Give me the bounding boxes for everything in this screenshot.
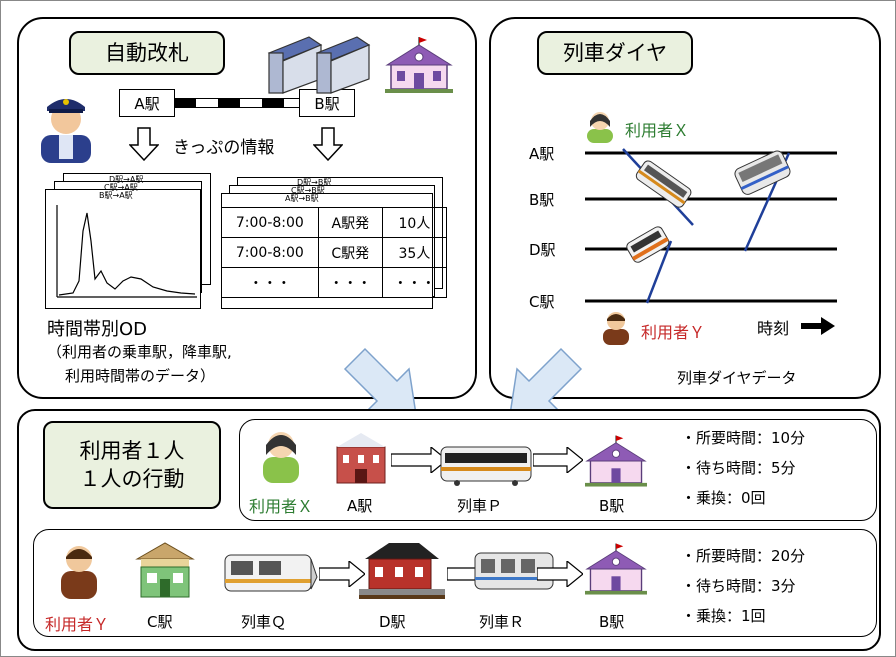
station-label: C駅 xyxy=(147,613,173,631)
station-building-icon xyxy=(385,37,453,93)
station-label: D駅 xyxy=(529,241,556,259)
user-x-name: 利用者Ｘ xyxy=(249,497,314,516)
station-building-icon xyxy=(359,543,445,599)
train-icon xyxy=(224,554,318,592)
station-label: C駅 xyxy=(529,293,555,311)
stat-line: ・所要時間：10分 xyxy=(681,429,806,447)
table-cell: C駅発 xyxy=(317,237,383,268)
time-axis-label: 時刻 xyxy=(757,319,790,338)
od-table-label: C駅→B駅 xyxy=(291,186,325,195)
train-icon xyxy=(635,160,692,208)
user-avatar-icon xyxy=(263,432,299,483)
train-icon xyxy=(440,446,532,486)
od-table-label: A駅→B駅 xyxy=(285,194,319,203)
station-label: B駅 xyxy=(529,191,555,209)
table-cell: ・・・ xyxy=(221,267,319,298)
table-cell: 7:00-8:00 xyxy=(221,237,319,268)
ticket-gate-icon xyxy=(267,36,371,94)
diagram-caption: 列車ダイヤデータ xyxy=(677,369,797,387)
od-chart-label: D駅→A駅 xyxy=(109,175,144,184)
table-row: 7:00-8:00 A駅発 10人 xyxy=(221,207,448,238)
table-cell: 35人 xyxy=(381,237,448,268)
od-caption-line1: （利用者の乗車駅，降車駅, xyxy=(47,343,232,361)
table-cell: A駅発 xyxy=(317,207,383,238)
behavior-title: 利用者１人 １人の行動 xyxy=(43,421,221,509)
table-cell: ・・・ xyxy=(381,267,448,298)
behavior-title-line1: 利用者１人 xyxy=(79,438,185,463)
station-building-icon xyxy=(585,543,647,595)
stat-line: ・所要時間：20分 xyxy=(681,547,806,565)
station-label: B駅 xyxy=(599,613,625,631)
table-cell: ・・・ xyxy=(317,267,383,298)
ticket-info-label: きっぷの情報 xyxy=(173,138,275,158)
user-y-name: 利用者Ｙ xyxy=(45,615,110,634)
station-label: A駅 xyxy=(529,145,555,163)
od-caption-line2: 利用時間帯のデータ） xyxy=(65,367,216,385)
table-cell: 7:00-8:00 xyxy=(221,207,319,238)
od-title: 時間帯別OD xyxy=(47,319,148,340)
behavior-title-line2: １人の行動 xyxy=(79,467,185,491)
merge-arrow-icon xyxy=(343,347,418,422)
down-arrow-icon xyxy=(129,127,159,161)
user-avatar-icon xyxy=(603,312,629,345)
user-y-label: 利用者Ｙ xyxy=(641,323,706,342)
train-icon xyxy=(474,552,554,590)
stat-line: ・待ち時間：3分 xyxy=(681,577,796,595)
station-a-box: A駅 xyxy=(119,89,175,117)
od-table: 7:00-8:00 A駅発 10人 7:00-8:00 C駅発 35人 ・・・ … xyxy=(221,207,448,298)
diagram-panel xyxy=(489,17,881,399)
train-path-line xyxy=(645,240,673,304)
station-b-box: B駅 xyxy=(299,89,355,117)
user-avatar-icon xyxy=(61,546,97,599)
down-arrow-icon xyxy=(313,127,343,161)
od-chart-label: C駅→A駅 xyxy=(104,183,138,192)
table-row: 7:00-8:00 C駅発 35人 xyxy=(221,237,448,268)
diagram-title: 列車ダイヤ xyxy=(537,31,693,75)
table-cell: 10人 xyxy=(381,207,448,238)
od-chart-page xyxy=(45,189,201,309)
merge-arrow-icon xyxy=(508,347,583,422)
station-attendant-icon xyxy=(41,99,91,163)
right-arrow-icon xyxy=(801,317,835,335)
station-building-icon xyxy=(135,542,195,598)
user-avatar-icon xyxy=(587,112,613,143)
train-icon xyxy=(734,150,791,195)
train-schedule-chart xyxy=(585,148,837,304)
train-label: 列車Ｒ xyxy=(479,613,525,631)
train-label: 列車Ｐ xyxy=(457,497,503,515)
stat-line: ・乗換：1回 xyxy=(681,607,766,625)
table-row: ・・・ ・・・ ・・・ xyxy=(221,267,448,298)
user-x-label: 利用者Ｘ xyxy=(625,121,690,140)
station-building-icon xyxy=(336,433,386,484)
stat-line: ・乗換：0回 xyxy=(681,489,766,507)
ridership-curve xyxy=(56,205,197,298)
train-icon xyxy=(626,226,670,263)
od-table-label: D駅→B駅 xyxy=(297,178,332,187)
gate-title: 自動改札 xyxy=(69,31,225,75)
station-label: D駅 xyxy=(379,613,406,631)
journey-arrow-icon xyxy=(537,561,583,587)
od-chart-label: B駅→A駅 xyxy=(99,191,133,200)
journey-arrow-icon xyxy=(533,447,583,473)
journey-arrow-icon xyxy=(319,561,365,587)
journey-arrow-icon xyxy=(391,447,447,473)
train-label: 列車Ｑ xyxy=(241,613,287,631)
rail-line xyxy=(173,98,303,108)
station-label: A駅 xyxy=(347,497,373,515)
station-building-icon xyxy=(585,435,647,487)
station-label: B駅 xyxy=(599,497,625,515)
stat-line: ・待ち時間：5分 xyxy=(681,459,796,477)
